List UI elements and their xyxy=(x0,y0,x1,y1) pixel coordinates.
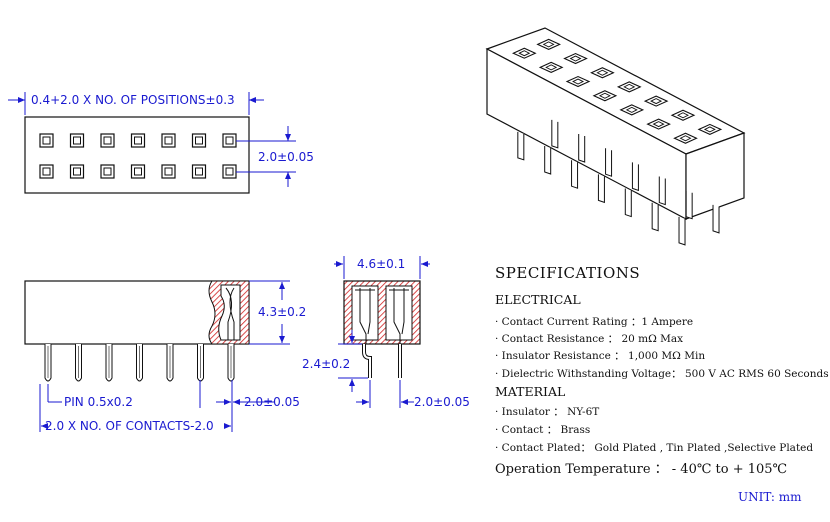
pin-size-label: PIN 0.5x0.2 xyxy=(64,395,133,409)
iso-hole xyxy=(673,132,698,144)
material-heading: MATERIAL xyxy=(495,384,566,399)
front-pin xyxy=(75,344,82,382)
side-width-label: 4.6±0.1 xyxy=(357,257,405,271)
top-hole xyxy=(100,133,115,148)
top-hole xyxy=(100,164,115,179)
iso-hole xyxy=(643,95,669,107)
front-view: 4.3±0.2 PIN 0.5x0.2 2.0±0.05 2.0 X NO. O… xyxy=(24,280,306,433)
pin-pitch-label: 2.0±0.05 xyxy=(244,395,300,409)
top-hole xyxy=(191,164,207,179)
iso-hole xyxy=(670,109,696,121)
spec-title: SPECIFICATIONS xyxy=(495,264,641,282)
iso-pin xyxy=(551,119,559,149)
iso-hole xyxy=(697,123,723,136)
top-hole xyxy=(222,133,237,148)
isometric-view xyxy=(485,27,746,246)
width-dimension-label: 0.4+2.0 X NO. OF POSITIONS±0.3 xyxy=(31,93,235,107)
spec-insulator: · Insulator ： NY-6T xyxy=(495,406,600,418)
iso-hole xyxy=(646,118,671,130)
iso-hole xyxy=(565,75,591,88)
iso-hole xyxy=(538,61,564,73)
iso-pin xyxy=(517,131,525,161)
front-pin xyxy=(166,344,174,382)
top-hole xyxy=(130,133,146,148)
iso-pin xyxy=(605,148,613,177)
spec-contact-plated: · Contact Plated： Gold Plated , Tin Plat… xyxy=(495,442,814,454)
top-hole xyxy=(161,164,176,179)
top-hole xyxy=(69,164,85,179)
front-pin xyxy=(105,344,113,382)
top-view-holes xyxy=(39,133,237,179)
iso-pin xyxy=(597,174,605,204)
top-hole xyxy=(39,133,54,148)
unit-label: UNIT: mm xyxy=(738,490,802,504)
front-pin xyxy=(44,344,52,382)
front-pin xyxy=(136,344,143,382)
spec-insulator-resistance: · Insulator Resistance ： 1,000 MΩ Min xyxy=(495,350,706,362)
iso-holes xyxy=(511,38,723,144)
spec-current-rating: · Contact Current Rating ：1 Ampere xyxy=(495,316,694,328)
iso-pin xyxy=(712,204,720,234)
top-hole xyxy=(161,133,176,148)
electrical-heading: ELECTRICAL xyxy=(495,292,581,307)
spec-operation-temperature: Operation Temperature ： - 40℃ to + 105℃ xyxy=(495,462,788,477)
iso-pin xyxy=(571,160,579,189)
spec-contact: · Contact ： Brass xyxy=(495,424,591,436)
contacts-formula-label: 2.0 X NO. OF CONTACTS-2.0 xyxy=(45,419,214,433)
top-hole xyxy=(69,133,85,148)
iso-hole xyxy=(592,90,618,102)
iso-pin xyxy=(678,216,686,246)
body-height-label: 4.3±0.2 xyxy=(258,305,306,319)
iso-pin xyxy=(658,176,666,206)
iso-pins xyxy=(517,119,720,246)
iso-pin xyxy=(685,190,693,220)
side-view: 4.6±0.1 2.4±0.2 2.0±0.05 xyxy=(302,256,470,409)
iso-pin xyxy=(631,162,639,192)
top-hole xyxy=(191,133,207,148)
spec-contact-resistance: · Contact Resistance ： 20 mΩ Max xyxy=(495,333,684,345)
front-pin xyxy=(197,344,204,382)
iso-hole xyxy=(536,38,561,50)
front-pin xyxy=(227,344,235,382)
iso-hole xyxy=(511,47,537,59)
iso-hole xyxy=(616,81,642,93)
iso-pin xyxy=(544,146,552,175)
top-view: 0.4+2.0 X NO. OF POSITIONS±0.3 2.0±0.05 xyxy=(8,92,314,194)
iso-hole xyxy=(563,52,588,65)
row-pitch-label: 2.0±0.05 xyxy=(258,150,314,164)
iso-hole xyxy=(590,67,615,79)
top-hole xyxy=(130,164,146,179)
spec-dielectric-voltage: · Dielectric Withstanding Voltage： 500 V… xyxy=(495,368,829,380)
front-view-pins xyxy=(44,344,235,382)
top-hole xyxy=(222,164,237,179)
top-view-body xyxy=(24,116,250,194)
side-pitch-label: 2.0±0.05 xyxy=(414,395,470,409)
pin-length-label: 2.4±0.2 xyxy=(302,357,350,371)
iso-pin xyxy=(624,188,632,218)
iso-hole xyxy=(619,104,645,116)
iso-pin xyxy=(578,134,586,163)
top-hole xyxy=(39,164,54,179)
iso-pin xyxy=(651,202,659,232)
